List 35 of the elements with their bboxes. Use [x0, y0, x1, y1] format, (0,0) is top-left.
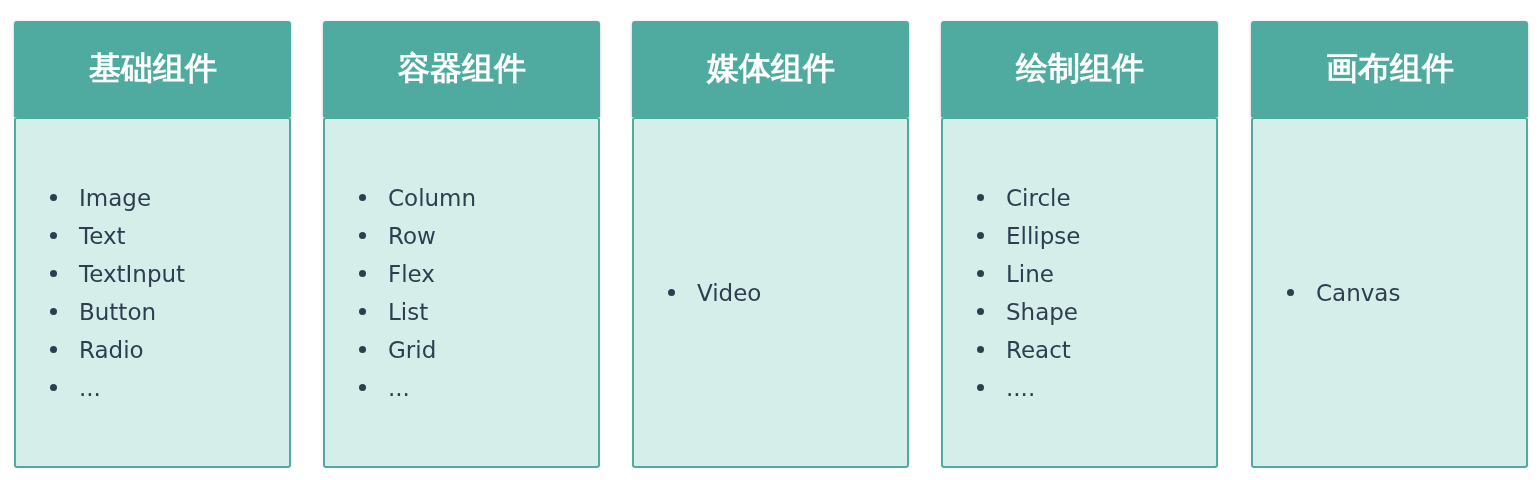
list-item: ...: [388, 373, 410, 403]
list-item: Button: [79, 297, 157, 327]
category-header: [323, 21, 600, 117]
header-title: 画布组件: [1325, 48, 1454, 89]
component-list-panel: [14, 117, 291, 468]
component-list-panel: [941, 117, 1218, 468]
list-item: ...: [79, 373, 101, 403]
category-header: [14, 21, 291, 117]
category-header: [1251, 21, 1528, 117]
list-item: React: [1006, 335, 1071, 365]
category-header: [632, 21, 909, 117]
list-item: Circle: [1006, 183, 1071, 213]
header-title: 基础组件: [88, 48, 217, 89]
header-title: 容器组件: [397, 48, 526, 89]
list-item: Column: [388, 183, 477, 213]
list-item: Image: [79, 183, 152, 213]
list-item: TextInput: [79, 259, 186, 289]
header-title: 媒体组件: [706, 48, 835, 89]
list-item: Text: [79, 221, 126, 251]
list-item: Row: [388, 221, 436, 251]
list-item: Radio: [79, 335, 144, 365]
list-item: Line: [1006, 259, 1054, 289]
list-item: List: [388, 297, 429, 327]
list-item: Video: [697, 278, 762, 308]
list-item: Ellipse: [1006, 221, 1081, 251]
component-list-panel: [1251, 117, 1528, 468]
header-title: 绘制组件: [1015, 48, 1144, 89]
list-item: Grid: [388, 335, 437, 365]
component-list-panel: [632, 117, 909, 468]
list-item: Flex: [388, 259, 435, 289]
component-list-panel: [323, 117, 600, 468]
list-item: Shape: [1006, 297, 1079, 327]
category-header: [941, 21, 1218, 117]
list-item: ....: [1006, 373, 1036, 403]
list-item: Canvas: [1316, 278, 1401, 308]
